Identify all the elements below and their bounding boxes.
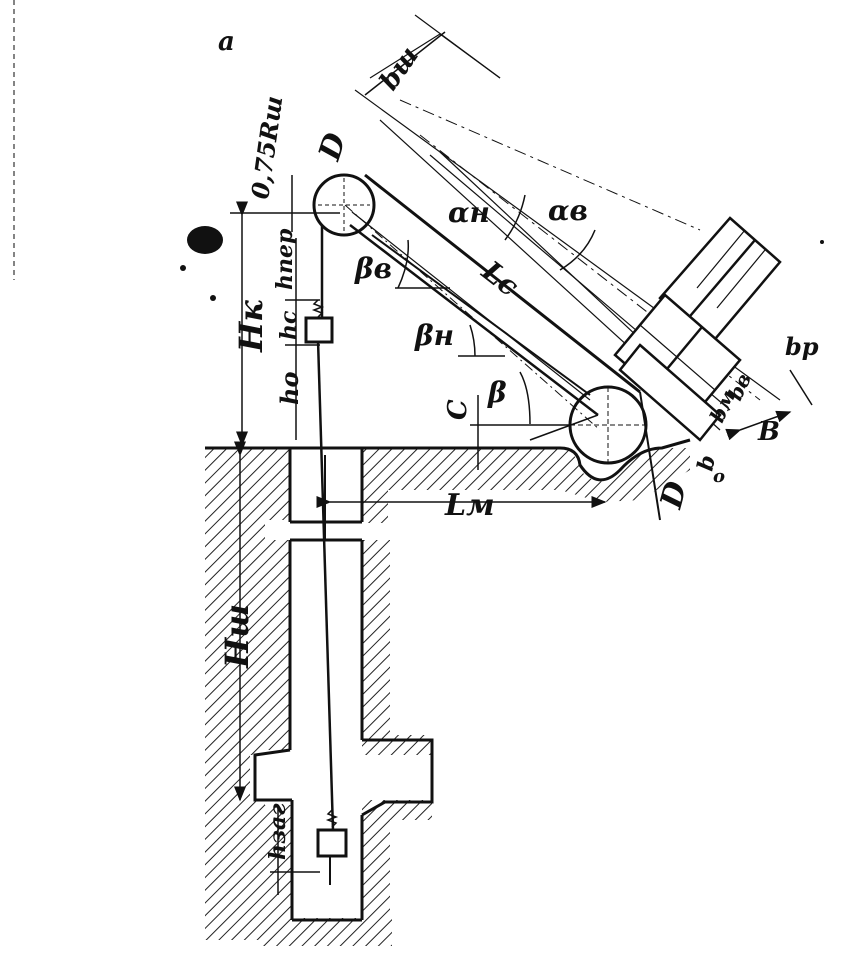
shaft-walls — [205, 448, 690, 946]
winder-pulley — [568, 385, 648, 465]
label-alpha-v: αв — [548, 194, 588, 227]
label-alpha-n: αн — [448, 196, 490, 229]
label-beta-v: βв — [354, 252, 392, 285]
shaft-outline — [205, 438, 691, 922]
label-L-m: Lм — [444, 488, 495, 523]
label-beta-n: βн — [414, 319, 454, 352]
label-C: C — [443, 399, 473, 420]
upper-conveyance — [304, 299, 334, 344]
head-sheave — [312, 173, 376, 237]
label-h-o: hо — [275, 372, 304, 405]
label-H-sh: Hш — [218, 604, 256, 669]
label-D-top: D — [312, 129, 354, 166]
winding-drum — [613, 216, 782, 442]
label-h-zag: hзаг — [265, 803, 291, 860]
dimension-lines — [230, 31, 813, 895]
ink-smudges — [180, 226, 824, 301]
hoisting-rope — [316, 210, 335, 831]
label-B: В — [757, 417, 780, 447]
label-D-bottom: D — [654, 478, 695, 513]
label-b-sh: bш — [374, 41, 425, 96]
label-b-prime: b — [692, 453, 721, 473]
figure-letter: а — [218, 27, 235, 57]
label-h-c: hc — [276, 310, 302, 340]
label-beta: β — [487, 376, 507, 409]
label-075R: 0,75Rш — [245, 94, 288, 201]
label-h-per: hпер — [272, 228, 298, 290]
lower-conveyance — [316, 809, 348, 885]
label-H-k: Hк — [232, 300, 270, 353]
label-b-o: o — [713, 466, 725, 487]
inclined-rope-lines — [344, 173, 661, 521]
label-b-r: bр — [785, 332, 819, 361]
